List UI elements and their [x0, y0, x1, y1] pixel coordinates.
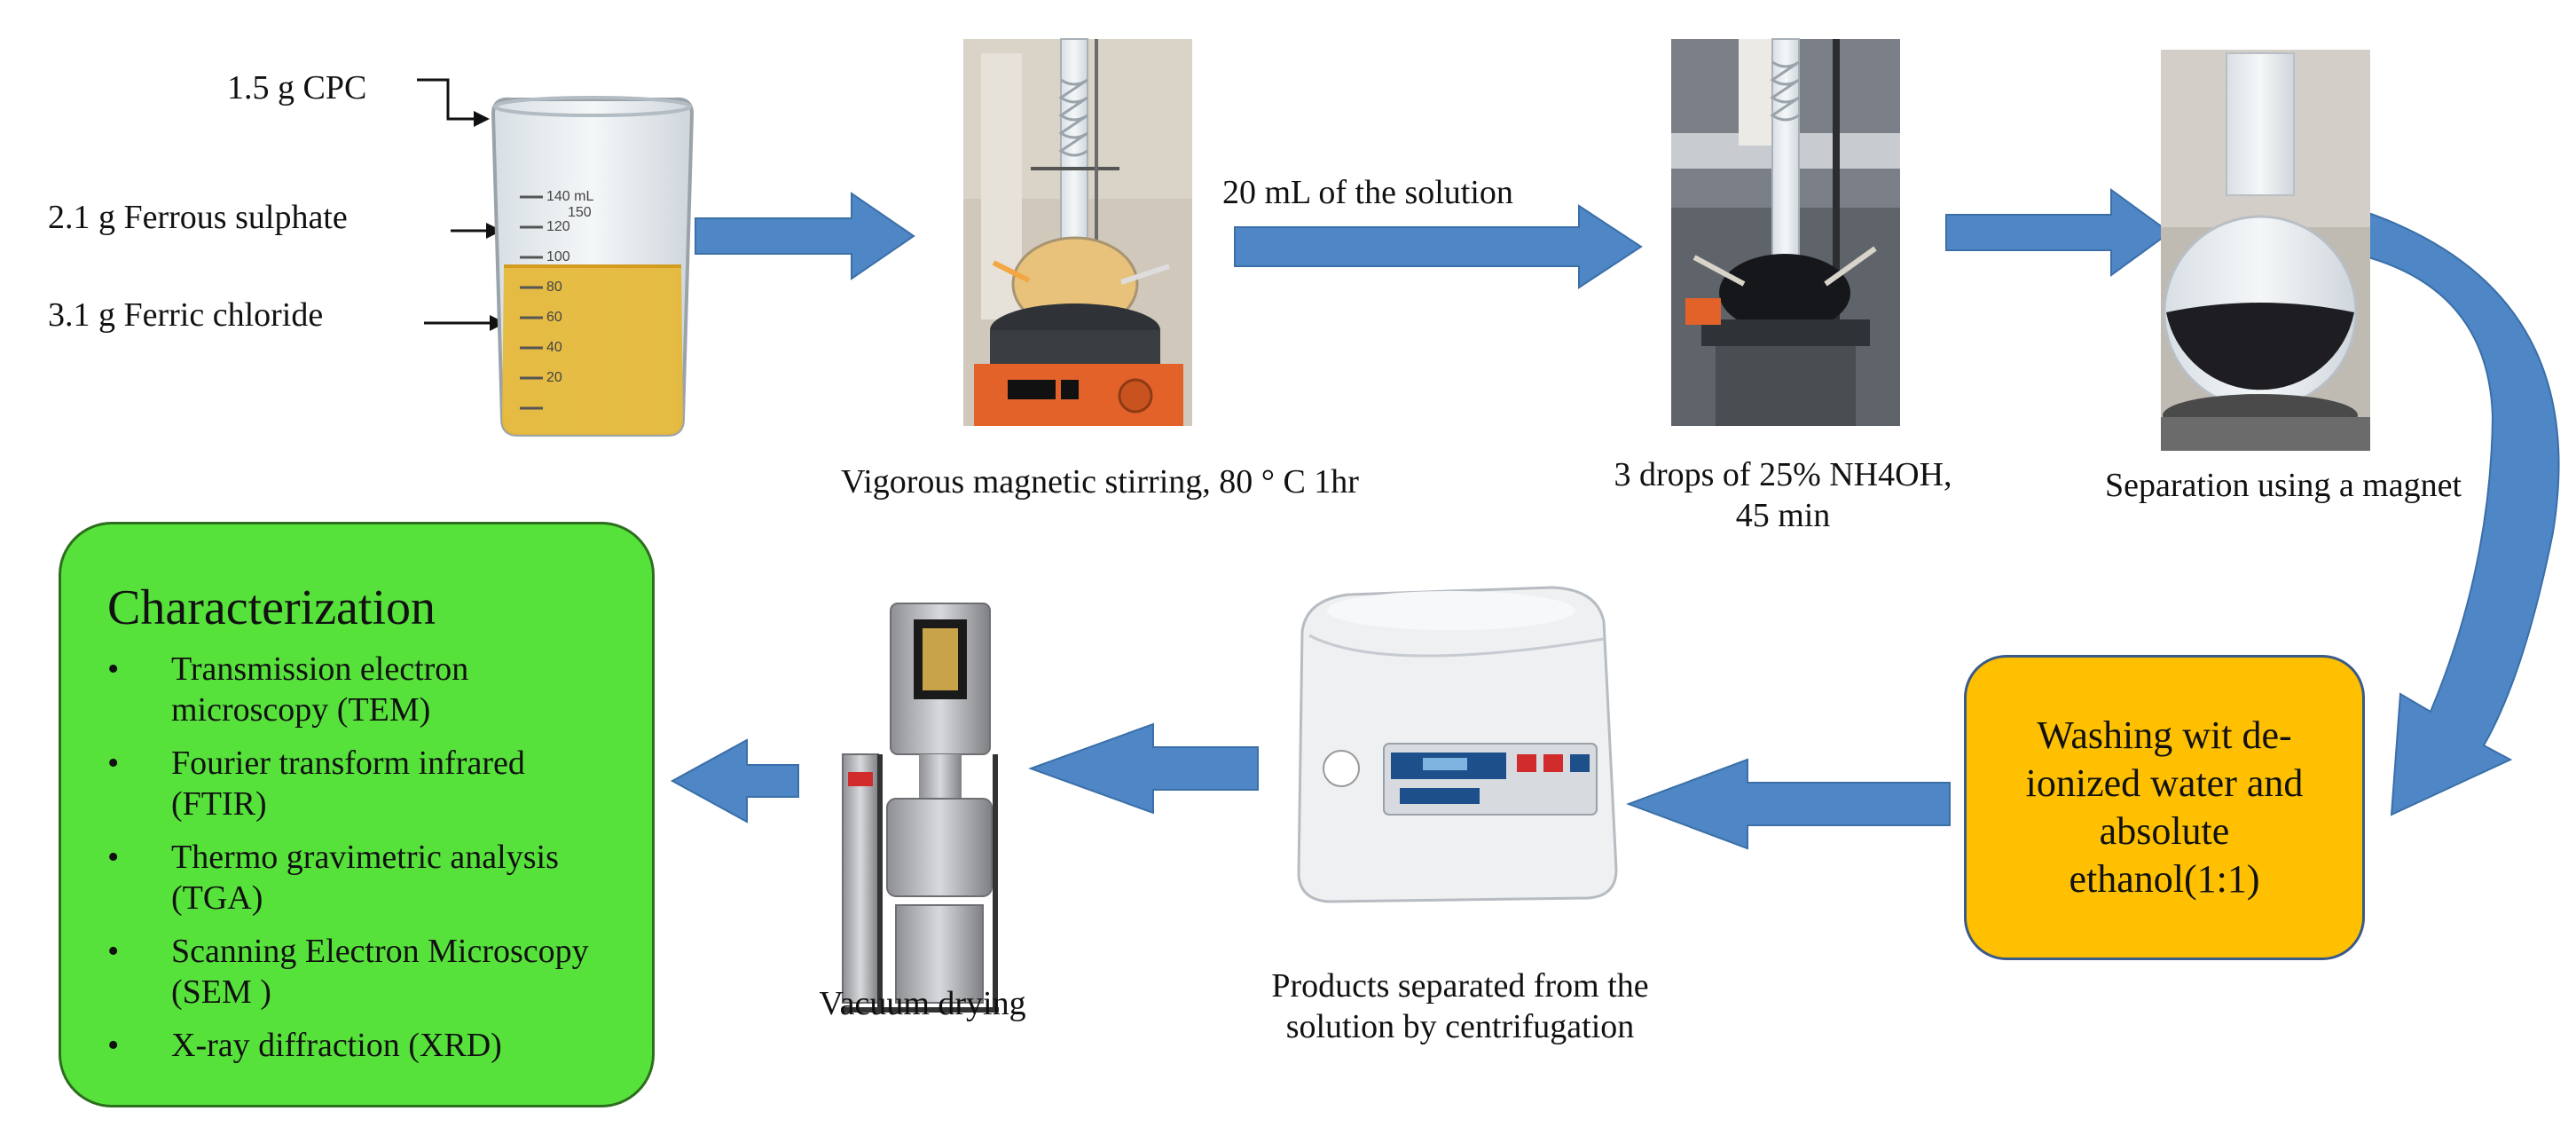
beaker-scale-60: 60 — [546, 310, 562, 325]
nh4oh-step-label: 3 drops of 25% NH4OH, 45 min — [1535, 454, 2031, 536]
reagent-ferric-label: 3.1 g Ferric chloride — [48, 296, 324, 334]
reagent-pointers — [417, 78, 493, 325]
washing-step-box: Washing wit de-ionized water and absolut… — [1964, 655, 2365, 960]
nh4oh-line-2: 45 min — [1735, 497, 1831, 534]
flow-arrow-5 — [1028, 722, 1259, 815]
characterization-list: Transmission electron microscopy (TEM) F… — [107, 649, 615, 1078]
centrifuge-photo — [1297, 586, 1618, 903]
stirring-step-label: Vigorous magnetic stirring, 80 ° C 1hr — [841, 463, 1359, 500]
characterization-item-tem: Transmission electron microscopy (TEM) — [107, 649, 615, 730]
magnet-step-label: Separation using a magnet — [2104, 467, 2462, 504]
magnet-separation-photo — [2161, 50, 2370, 451]
beaker-scale-80: 80 — [546, 280, 562, 295]
beaker-scale-100: 100 — [546, 249, 570, 264]
centrifuge-line-2: solution by centrifugation — [1285, 1008, 1635, 1045]
centrifuge-step-label: Products separated from the solution by … — [1212, 965, 1708, 1047]
curved-flow-arrow — [2368, 211, 2560, 816]
flow-arrow-3 — [1945, 188, 2172, 277]
vacuum-dryer-photo — [842, 603, 999, 1013]
reagent-cpc-label: 1.5 g CPC — [227, 69, 367, 106]
drying-step-label: Vacuum drying — [819, 985, 1026, 1022]
cpc-pointer-head — [474, 111, 490, 127]
beaker-scale-140: 140 mL — [546, 189, 593, 204]
characterization-item-xrd: X-ray diffraction (XRD) — [107, 1025, 615, 1066]
reflux-setup-photo — [1671, 38, 1900, 426]
characterization-title: Characterization — [107, 580, 436, 635]
flow-arrow-6 — [670, 738, 799, 824]
solution-transfer-label: 20 mL of the solution — [1222, 174, 1513, 211]
characterization-box: Characterization Transmission electron m… — [59, 522, 655, 1107]
nh4oh-line-1: 3 drops of 25% NH4OH, — [1614, 456, 1952, 493]
stirring-setup-photo — [963, 38, 1192, 426]
beaker-scale-150: 150 — [568, 205, 592, 220]
beaker-scale-20: 20 — [546, 370, 562, 385]
washing-step-text: Washing wit de-ionized water and absolut… — [2025, 713, 2304, 901]
characterization-item-sem: Scanning Electron Microscopy (SEM ) — [107, 931, 615, 1013]
flow-arrow-2 — [1234, 204, 1643, 289]
reagent-ferrous-label: 2.1 g Ferrous sulphate — [48, 199, 348, 236]
ferrous-pointer-head — [486, 223, 502, 239]
beaker-scale-120: 120 — [546, 219, 570, 234]
beaker-scale-40: 40 — [546, 340, 562, 355]
flow-arrow-1 — [695, 192, 915, 280]
centrifuge-line-1: Products separated from the — [1271, 967, 1649, 1005]
cpc-pointer — [417, 78, 477, 121]
flow-arrow-4 — [1626, 758, 1951, 850]
characterization-item-tga: Thermo gravimetric analysis (TGA) — [107, 837, 615, 918]
characterization-item-ftir: Fourier transform infrared (FTIR) — [107, 743, 615, 824]
beaker-illustration: 140 mL 150 120 100 80 60 40 20 — [491, 96, 695, 437]
